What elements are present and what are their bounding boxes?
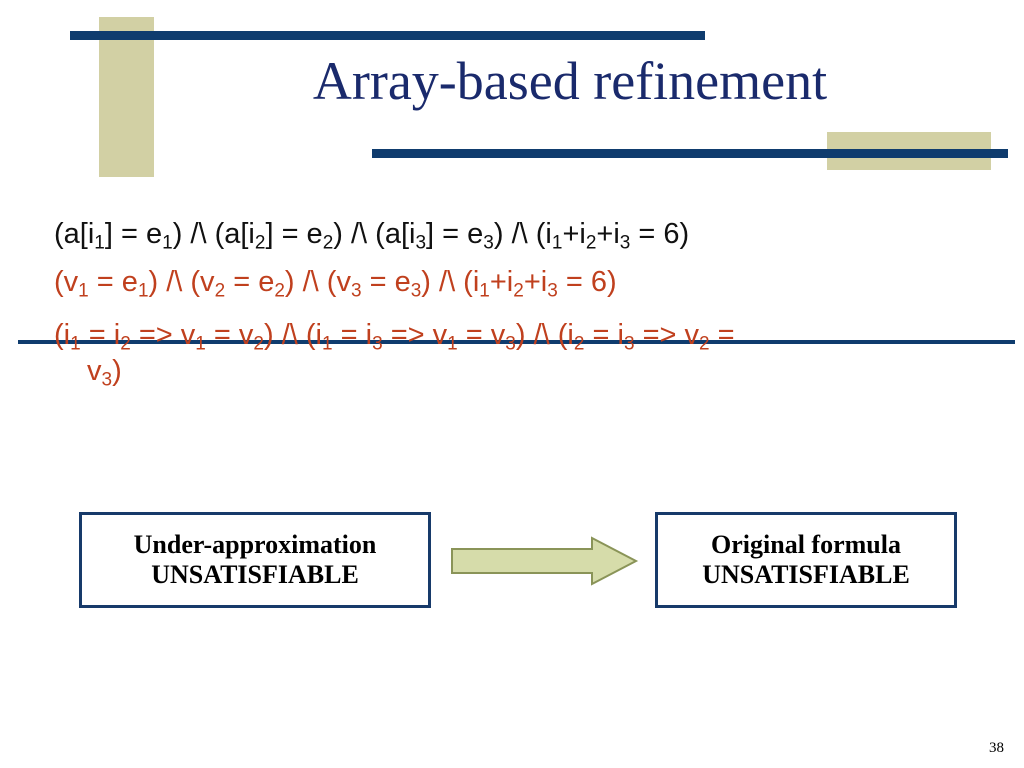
original-formula-label: Original formula bbox=[711, 530, 901, 559]
subscript-index: 3 bbox=[619, 232, 631, 254]
subscript-index: 1 bbox=[70, 333, 81, 355]
subscript-index: 1 bbox=[447, 333, 458, 355]
strike-navy-rule bbox=[18, 340, 1015, 344]
subscript-index: 2 bbox=[513, 280, 524, 302]
khaki-vertical-bar bbox=[99, 17, 154, 177]
variable-substitution-formula: (v1 = e1) /\ (v2 = e2) /\ (v3 = e3) /\ (… bbox=[54, 266, 617, 302]
page-number: 38 bbox=[989, 740, 1004, 756]
right-arrow-icon bbox=[451, 536, 639, 586]
formula-line-1: (a[i1] = e1) /\ (a[i2] = e2) /\ (a[i3] =… bbox=[54, 216, 1014, 252]
under-approximation-status: UNSATISFIABLE bbox=[151, 560, 359, 589]
array-constraint-formula: (a[i1] = e1) /\ (a[i2] = e2) /\ (a[i3] =… bbox=[54, 218, 690, 254]
subscript-index: 2 bbox=[573, 333, 585, 355]
subscript-index: 3 bbox=[483, 232, 494, 254]
subscript-index: 1 bbox=[551, 232, 563, 254]
slide-title: Array-based refinement bbox=[312, 51, 828, 111]
subscript-index: 1 bbox=[94, 232, 105, 254]
mid-navy-rule bbox=[372, 149, 1008, 158]
subscript-index: 2 bbox=[322, 232, 334, 254]
top-navy-rule bbox=[70, 31, 705, 40]
subscript-index: 1 bbox=[195, 333, 206, 355]
subscript-index: 2 bbox=[253, 333, 264, 355]
subscript-index: 3 bbox=[350, 280, 362, 302]
subscript-index: 2 bbox=[214, 280, 226, 302]
subscript-index: 3 bbox=[415, 232, 427, 254]
subscript-index: 2 bbox=[254, 232, 266, 254]
subscript-index: 1 bbox=[162, 232, 173, 254]
formula-line-3: (i1 = i2 => v1 = v2) /\ (i1 = i3 => v1 =… bbox=[54, 317, 1014, 390]
subscript-index: 3 bbox=[505, 333, 516, 355]
subscript-index: 2 bbox=[274, 280, 285, 302]
subscript-index: 2 bbox=[120, 333, 131, 355]
original-formula-box: Original formula UNSATISFIABLE bbox=[655, 512, 957, 608]
subscript-index: 2 bbox=[585, 232, 597, 254]
index-consistency-formula-continued: v3) bbox=[87, 355, 122, 391]
subscript-index: 3 bbox=[372, 333, 383, 355]
subscript-index: 1 bbox=[479, 280, 490, 302]
subscript-index: 1 bbox=[321, 333, 333, 355]
under-approximation-label: Under-approximation bbox=[133, 530, 377, 559]
index-consistency-formula: (i1 = i2 => v1 = v2) /\ (i1 = i3 => v1 =… bbox=[54, 319, 735, 355]
subscript-index: 3 bbox=[547, 280, 558, 302]
subscript-index: 3 bbox=[410, 280, 422, 302]
subscript-index: 2 bbox=[699, 333, 710, 355]
subscript-index: 3 bbox=[623, 333, 635, 355]
subscript-index: 3 bbox=[101, 369, 113, 391]
subscript-index: 1 bbox=[78, 280, 89, 302]
formula-line-2: (v1 = e1) /\ (v2 = e2) /\ (v3 = e3) /\ (… bbox=[54, 264, 1014, 300]
under-approximation-box: Under-approximation UNSATISFIABLE bbox=[79, 512, 431, 608]
subscript-index: 1 bbox=[137, 280, 149, 302]
original-formula-status: UNSATISFIABLE bbox=[702, 560, 910, 589]
